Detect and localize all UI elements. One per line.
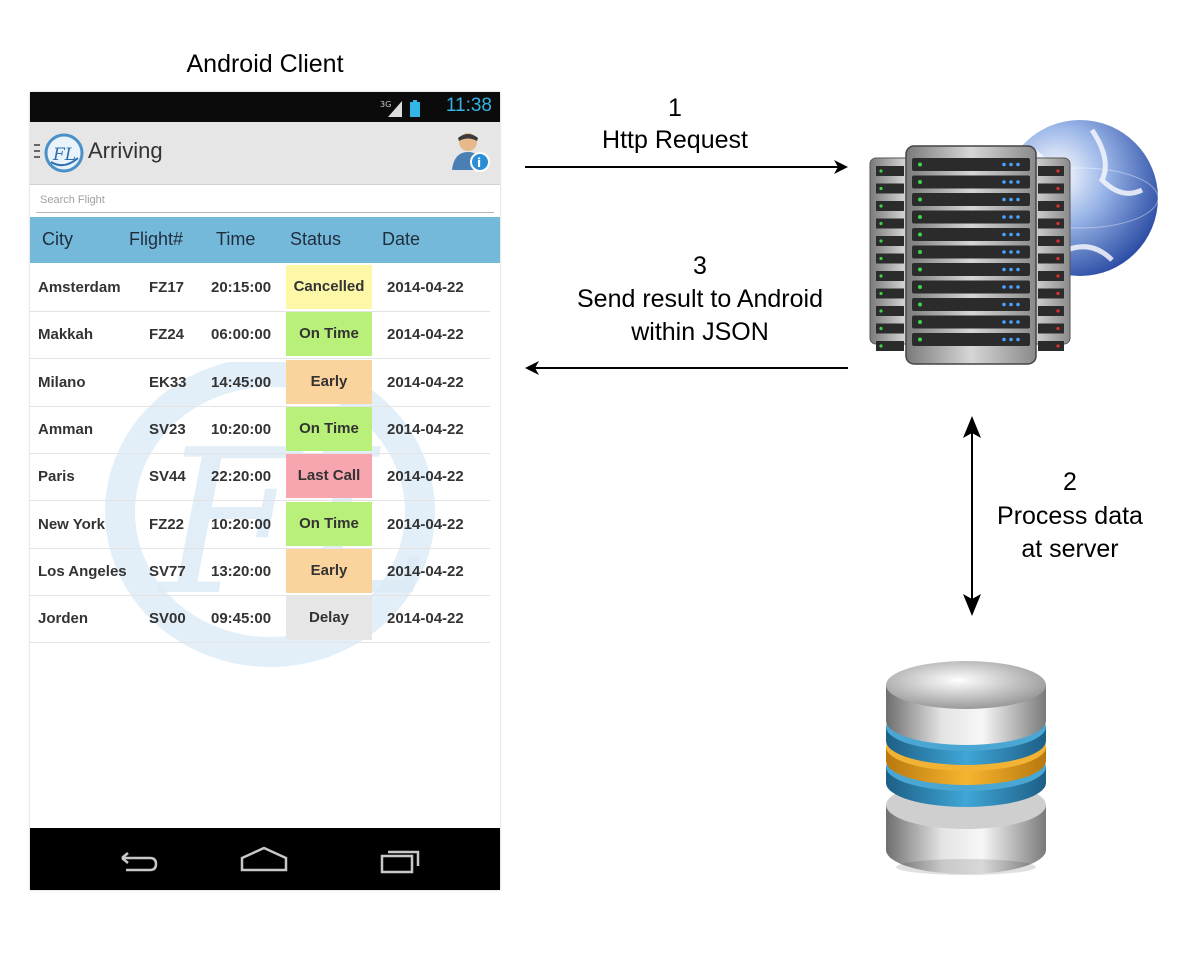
cell-city: Jorden	[38, 610, 89, 628]
cell-date: 2014-04-22	[387, 610, 464, 628]
cell-city: Amman	[38, 420, 94, 438]
svg-text:FL: FL	[52, 145, 76, 165]
step3-label-line1: Send result to Android	[577, 285, 823, 313]
app-title: Arriving	[88, 138, 163, 163]
step3-number: 3	[693, 252, 707, 280]
status-badge: Delay	[286, 596, 372, 641]
cell-time: 13:20:00	[211, 562, 272, 580]
status-badge: Early	[286, 548, 372, 593]
svg-text:3G: 3G	[380, 100, 391, 109]
column-header-time[interactable]: Time	[216, 229, 256, 249]
cell-date: 2014-04-22	[387, 515, 464, 533]
cell-flight: EK33	[149, 373, 187, 391]
step1-label: Http Request	[602, 126, 748, 154]
cell-time: 22:20:00	[211, 468, 272, 486]
android-phone-screen: 3G 11:38 FL Arriving i City Flight#	[30, 92, 500, 890]
cell-time: 10:20:00	[211, 420, 272, 438]
cell-flight: SV77	[149, 562, 186, 580]
cell-flight: FZ17	[149, 279, 185, 296]
cell-city: Los Angeles	[38, 562, 127, 580]
table-row[interactable]: Los Angeles SV77 13:20:00 2014-04-22 Early	[30, 548, 490, 596]
column-header-city[interactable]: City	[42, 229, 73, 249]
server-globe-group	[869, 120, 1159, 365]
cell-time: 06:00:00	[211, 326, 272, 344]
home-icon[interactable]	[240, 846, 288, 872]
cell-city: Makkah	[38, 326, 94, 344]
column-header-flight[interactable]: Flight#	[129, 229, 184, 249]
cell-time: 14:45:00	[211, 373, 272, 391]
cell-date: 2014-04-22	[387, 326, 464, 344]
cell-time: 09:45:00	[211, 610, 272, 628]
cell-date: 2014-04-22	[387, 279, 464, 296]
status-badge: On Time	[286, 501, 372, 546]
cell-date: 2014-04-22	[387, 420, 464, 438]
table-row[interactable]: Amman SV23 10:20:00 2014-04-22 On Time	[30, 406, 490, 454]
step1-number: 1	[668, 94, 682, 122]
cell-flight: SV23	[149, 420, 186, 438]
cell-time: 20:15:00	[211, 279, 272, 296]
process-data-arrow	[963, 416, 981, 616]
cell-date: 2014-04-22	[387, 373, 464, 391]
cell-city: Milano	[38, 373, 86, 391]
search-flight-field[interactable]	[36, 190, 494, 213]
cell-date: 2014-04-22	[387, 562, 464, 580]
column-header-status[interactable]: Status	[290, 229, 342, 249]
search-input[interactable]	[36, 190, 480, 210]
table-row[interactable]: Jorden SV00 09:45:00 2014-04-22 Delay	[30, 595, 490, 644]
cell-time: 10:20:00	[211, 515, 272, 533]
cell-flight: SV44	[149, 468, 186, 486]
user-profile-icon[interactable]: i	[450, 130, 490, 174]
android-client-label: Android Client	[186, 50, 344, 78]
status-badge: On Time	[286, 406, 372, 451]
cell-city: Amsterdam	[38, 279, 121, 296]
status-badge: On Time	[286, 312, 372, 357]
cell-city: Paris	[38, 468, 75, 486]
status-time: 11:38	[445, 95, 492, 116]
recent-apps-icon[interactable]	[380, 850, 420, 874]
status-badge: Last Call	[286, 454, 372, 499]
column-header-date[interactable]: Date	[382, 229, 421, 249]
back-icon[interactable]	[121, 852, 158, 872]
cell-date: 2014-04-22	[387, 468, 464, 486]
step2-label-line1: Process data	[997, 502, 1143, 530]
cell-city: New York	[38, 515, 105, 533]
status-badge: Early	[286, 359, 372, 404]
action-bar: FL Arriving i	[30, 122, 500, 185]
status-badge: Cancelled	[286, 265, 372, 309]
table-row[interactable]: Milano EK33 14:45:00 2014-04-22 Early	[30, 359, 490, 407]
step2-number: 2	[1063, 468, 1077, 496]
server-rack-icon	[869, 145, 1071, 365]
cell-flight: FZ22	[149, 515, 185, 533]
cell-flight: FZ24	[149, 326, 185, 344]
step2-label-line2: at server	[1021, 535, 1119, 563]
table-row[interactable]: New York FZ22 10:20:00 2014-04-22 On Time	[30, 501, 490, 549]
table-row[interactable]: Makkah FZ24 06:00:00 2014-04-22 On Time	[30, 311, 490, 360]
table-header: City Flight# Time Status Date	[30, 217, 500, 263]
cell-flight: SV00	[149, 610, 186, 628]
database-icon	[886, 661, 1046, 875]
table-row[interactable]: Paris SV44 22:20:00 2014-04-22 Last Call	[30, 453, 490, 502]
table-row[interactable]: Amsterdam FZ17 20:15:00 2014-04-22 Cancelled	[30, 264, 490, 312]
step3-label-line2: within JSON	[631, 318, 769, 346]
app-logo-icon[interactable]: FL	[34, 132, 86, 174]
signal-battery-icon: 3G	[380, 100, 420, 117]
navigation-bar	[30, 828, 500, 890]
status-bar: 3G 11:38	[30, 92, 500, 122]
svg-text:i: i	[477, 156, 481, 170]
